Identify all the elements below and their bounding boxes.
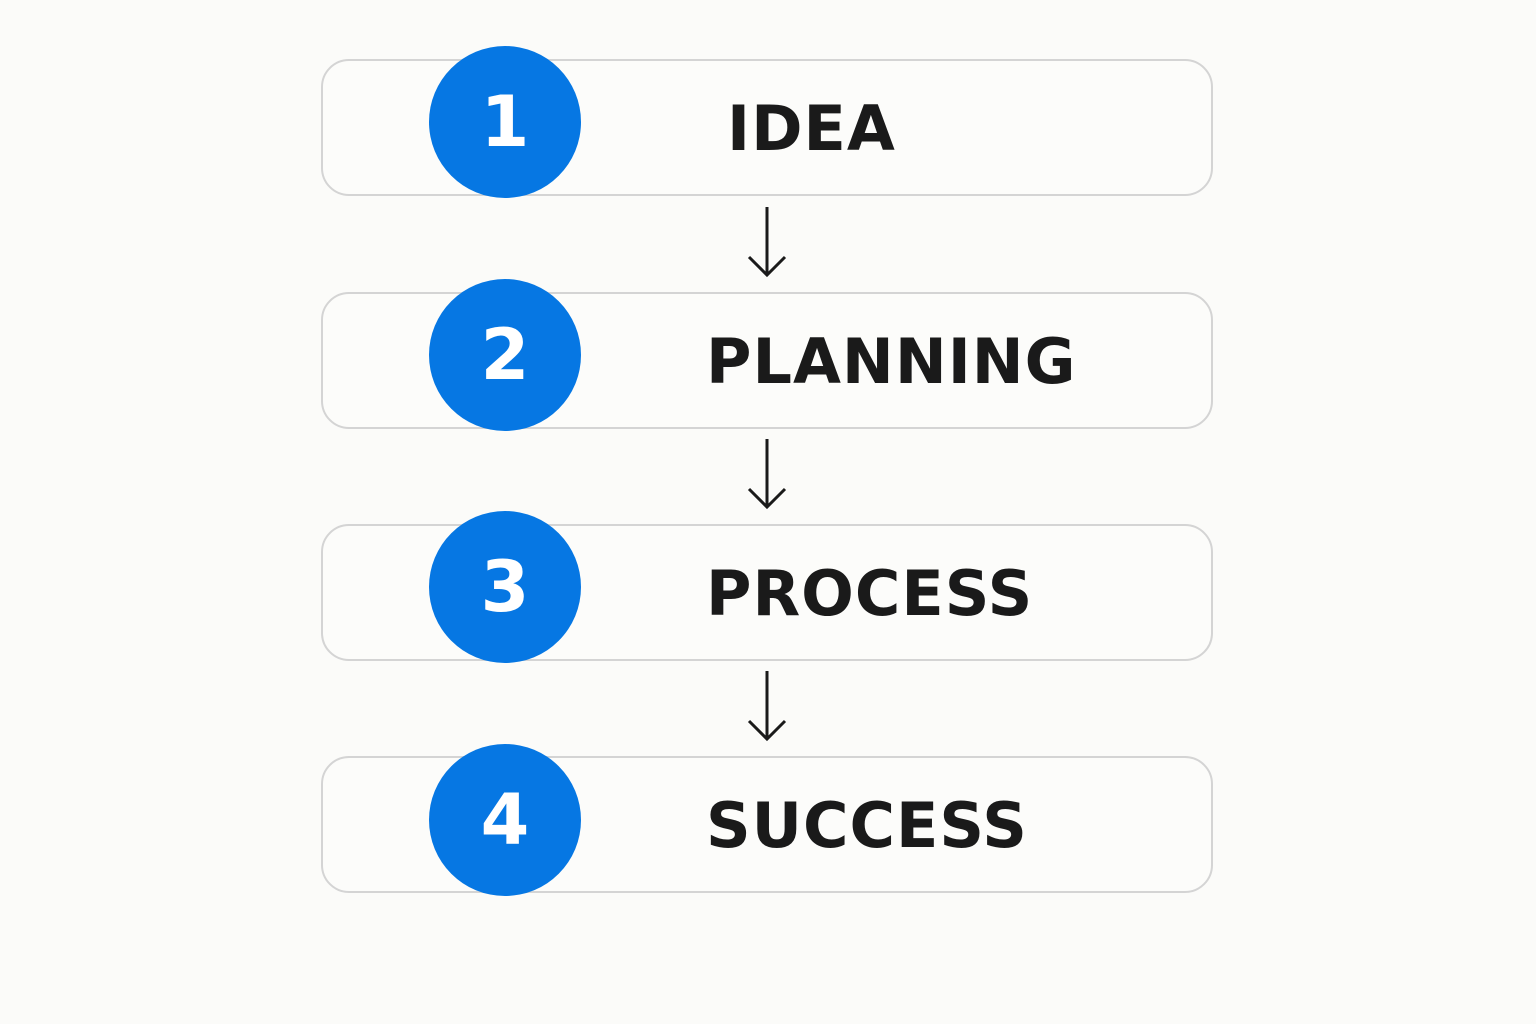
step-number: 1 bbox=[480, 81, 530, 163]
step-number-circle-4: 4 bbox=[429, 744, 581, 896]
step-label-2: PLANNING bbox=[706, 325, 1077, 398]
step-number-circle-3: 3 bbox=[429, 511, 581, 663]
step-label-3: PROCESS bbox=[706, 557, 1034, 630]
arrow-down-icon bbox=[747, 671, 787, 742]
step-label-1: IDEA bbox=[727, 92, 896, 165]
step-number-circle-1: 1 bbox=[429, 46, 581, 198]
step-number: 3 bbox=[480, 546, 530, 628]
arrow-down-icon bbox=[747, 439, 787, 510]
step-number: 4 bbox=[480, 779, 530, 861]
step-number: 2 bbox=[480, 314, 530, 396]
step-label-4: SUCCESS bbox=[706, 789, 1028, 862]
step-number-circle-2: 2 bbox=[429, 279, 581, 431]
arrow-down-icon bbox=[747, 207, 787, 278]
